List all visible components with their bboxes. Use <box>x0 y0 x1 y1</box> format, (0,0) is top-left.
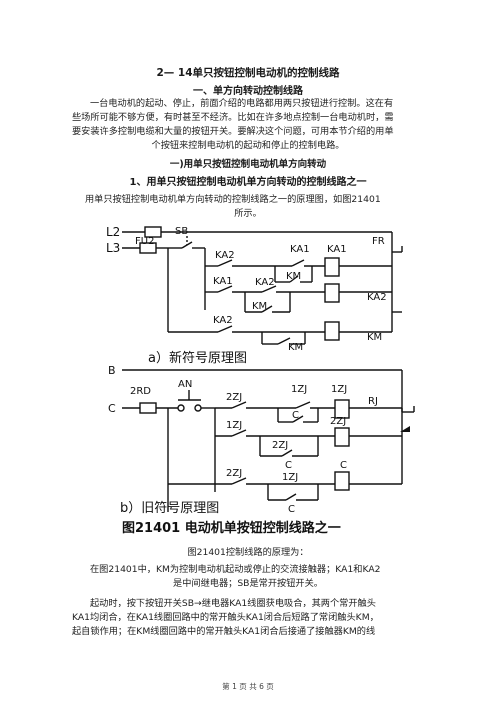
intro-line-3: 要安装许多控制电缆和大量的按钮开关。要解决这个问题，可用本节介绍的用单 <box>72 126 394 137</box>
label-2zj-d: 2ZJ <box>226 468 242 479</box>
label-b: B <box>108 364 116 377</box>
subsection-heading: 一)用单只按钮控制电动机单方向转动 <box>169 159 327 170</box>
intro-line-1: 一台电动机的起动、停止，前面介绍的电路都用两只按钮进行控制。这在有 <box>90 98 394 109</box>
label-c-b: C <box>285 460 292 471</box>
label-km-d: KM <box>367 332 382 343</box>
label-2zj-a: 2ZJ <box>226 392 242 403</box>
label-fu2: FU2 <box>135 236 154 247</box>
label-fr: FR <box>372 236 385 247</box>
label-km-c: KM <box>288 342 303 353</box>
label-ka1-c: KA1 <box>213 276 233 287</box>
label-km-a: KM <box>286 271 301 282</box>
label-ka2-b: KA2 <box>255 277 275 288</box>
label-1zj-a: 1ZJ <box>291 384 307 395</box>
body-line-5: KA1均闭合，在KA1线圈回路中的常开触头KA1闭合后短路了常闭触头KM， <box>72 612 379 623</box>
label-ka2-d: KA2 <box>367 292 387 303</box>
intro-line-4: 个按钮来控制电动机的起动和停止的控制电路。 <box>151 140 345 151</box>
lead-line-1: 用单只按钮控制电动机单方向转动的控制线路之一的原理图，如图21401 <box>85 194 381 205</box>
label-an: AN <box>178 379 192 390</box>
label-2zj-b: 2ZJ <box>330 416 346 427</box>
label-c-c: C <box>340 460 347 471</box>
label-c-d: C <box>288 504 295 515</box>
label-sb: SB <box>175 226 188 237</box>
label-2rd: 2RD <box>130 386 151 397</box>
label-km-b: KM <box>252 301 267 312</box>
intro-line-2: 些场所可能不够方便，有时甚至不经济。比如在许多地点控制一台电动机时，需 <box>72 112 394 123</box>
label-rj: RJ <box>368 396 378 407</box>
subsubsection-heading: 1、用单只按钮控制电动机单方向转动的控制线路之一 <box>129 177 367 188</box>
thermal-relay-marker <box>400 426 410 432</box>
body-line-4: 起动时，按下按钮开关SB→继电器KA1线圈获电吸合，其两个常开触头 <box>90 598 376 609</box>
label-l2: L2 <box>106 225 120 239</box>
label-c-a: C <box>292 410 299 421</box>
label-2zj-c: 2ZJ <box>272 440 288 451</box>
label-ka1-a: KA1 <box>290 244 310 255</box>
body-line-2: 在图21401中，KM为控制电动机起动或停止的交流接触器；KA1和KA2 <box>90 564 381 575</box>
label-c: C <box>108 402 116 415</box>
body-line-6: 起自锁作用；在KM线圈回路中的常开触头KA1闭合后接通了接触器KM的线 <box>72 626 376 637</box>
label-1zj-b: 1ZJ <box>331 384 347 395</box>
lead-line-2: 所示。 <box>234 208 262 219</box>
caption-b: b）旧符号原理图 <box>120 500 219 516</box>
label-ka2-c: KA2 <box>213 315 233 326</box>
label-1zj-d: 1ZJ <box>282 472 298 483</box>
label-1zj-c: 1ZJ <box>226 420 242 431</box>
figure-title: 图21401 电动机单按钮控制线路之一 <box>122 520 341 536</box>
label-ka2-a: KA2 <box>215 250 235 261</box>
body-line-1: 图21401控制线路的原理为： <box>187 547 309 558</box>
section-heading: 一、单方向转动控制线路 <box>193 86 303 97</box>
body-line-3: 是中间继电器；SB是常开按钮开关。 <box>173 578 323 589</box>
page-footer: 第 1 页 共 6 页 <box>222 682 274 691</box>
circuit-figure: L2 L3 FU2 SB KA2 KA1 KA1 KM KA2 KA1 KM K… <box>106 225 415 536</box>
label-ka1-b: KA1 <box>327 244 347 255</box>
label-l3: L3 <box>106 241 120 255</box>
caption-a: a）新符号原理图 <box>148 350 247 366</box>
document-title: 2— 14单只按钮控制电动机的控制线路 <box>156 67 340 79</box>
